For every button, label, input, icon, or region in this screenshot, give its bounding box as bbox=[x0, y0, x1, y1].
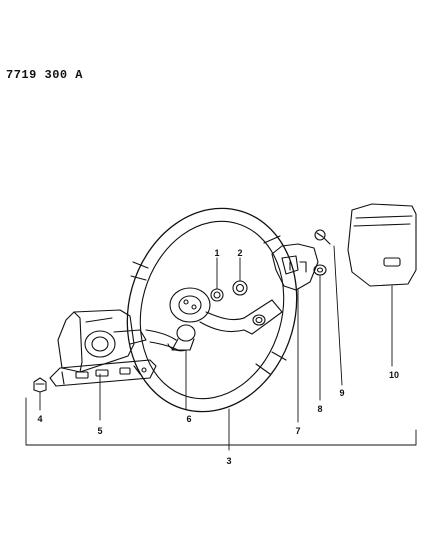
steering-wheel-rim bbox=[126, 207, 298, 413]
callout-7: 7 bbox=[295, 426, 300, 436]
callout-4: 4 bbox=[37, 414, 42, 424]
pad-cover bbox=[347, 203, 417, 287]
callouts: 1 2 3 4 5 6 7 8 9 10 bbox=[37, 248, 399, 466]
steering-hub bbox=[145, 287, 283, 351]
callout-2: 2 bbox=[237, 248, 242, 258]
column-switch-assembly bbox=[49, 309, 157, 387]
screw-9 bbox=[314, 229, 331, 245]
horn-button bbox=[313, 264, 327, 276]
document-code: 7719 300 A bbox=[6, 68, 84, 82]
callout-1: 1 bbox=[214, 248, 219, 258]
callout-10: 10 bbox=[389, 370, 399, 380]
nut-1 bbox=[210, 288, 224, 302]
callout-8: 8 bbox=[317, 404, 322, 414]
leader-lines bbox=[25, 245, 417, 451]
callout-9: 9 bbox=[339, 388, 344, 398]
horn-contact bbox=[167, 324, 196, 352]
washer-2 bbox=[232, 280, 248, 296]
cap-4 bbox=[33, 377, 47, 393]
callout-5: 5 bbox=[97, 426, 102, 436]
callout-6: 6 bbox=[186, 414, 191, 424]
callout-3: 3 bbox=[226, 456, 231, 466]
